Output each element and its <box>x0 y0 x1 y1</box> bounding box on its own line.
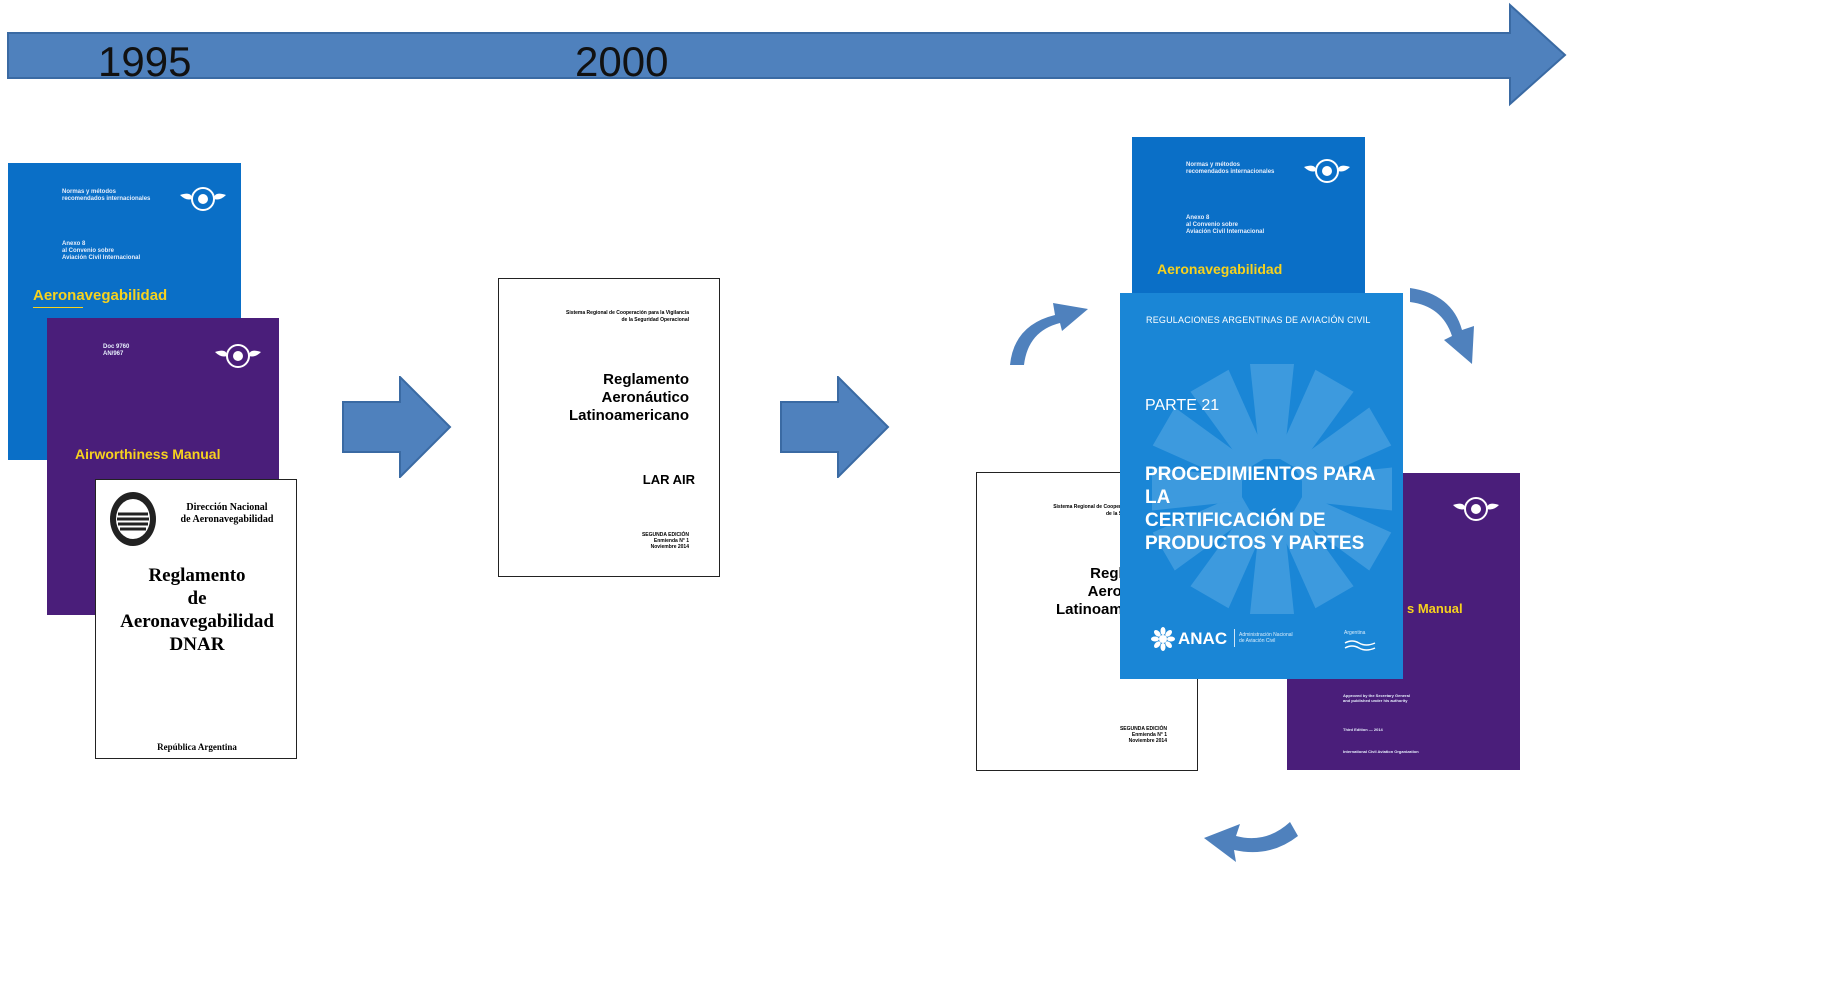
title-line1: Reglamento <box>148 565 246 586</box>
footer: República Argentina <box>157 742 237 752</box>
icao-emblem-icon <box>1304 159 1350 183</box>
anac-sub1: Administración Nacional <box>1239 632 1293 638</box>
edition-line1: SEGUNDA EDICIÓN <box>1119 726 1167 732</box>
cover-title: Aeronavegabilidad <box>1157 261 1283 277</box>
approved-line1: Approved by the Secretary General <box>1343 693 1410 698</box>
icao-emblem-icon <box>1453 497 1499 521</box>
edition-line2: Enmienda N° 1 <box>1131 732 1167 738</box>
cover-title-fragment: s Manual <box>1407 601 1463 616</box>
title-line2: Aeron <box>1087 583 1131 600</box>
cycle-arrow-left-icon <box>1204 822 1298 862</box>
timeline-year-2000: 2000 <box>575 38 669 85</box>
cycle-arrow-down-right-icon <box>1410 288 1474 364</box>
raac-parte21-cover: REGULACIONES ARGENTINAS DE AVIACIÓN CIVI… <box>1120 293 1403 679</box>
title-line3: Latinoame <box>1055 601 1131 618</box>
anac-sub2: de Aviación Civil <box>1239 638 1276 644</box>
icao-annex8-cover-right: Normas y métodos recomendados internacio… <box>1132 137 1365 293</box>
cover-header-line1: Normas y métodos <box>1186 162 1241 168</box>
timeline-arrow <box>7 2 1567 107</box>
raac-part: PARTE 21 <box>1145 397 1220 414</box>
dnar-seal-icon <box>110 492 156 546</box>
country-label: Argentina <box>1344 630 1366 636</box>
cover-title: Airworthiness Manual <box>75 446 221 462</box>
title-line2: Aeronáutico <box>601 389 689 406</box>
dnar-cover: Dirección Nacional de Aeronavegabilidad … <box>95 479 297 759</box>
title-line3: Aeronavegabilidad <box>120 611 274 632</box>
annex-line3: Aviación Civil Internacional <box>1186 229 1265 235</box>
title-line4: DNAR <box>169 634 225 655</box>
anac-logo-icon <box>1151 627 1175 651</box>
cover-header-line2: recomendados internacionales <box>1186 169 1275 175</box>
flow-arrow-right-icon <box>780 376 890 478</box>
header-line2: de la Seguridad Operacional <box>621 317 689 323</box>
doc-code: AN/967 <box>103 351 124 357</box>
annex-line1: Anexo 8 <box>1186 215 1210 221</box>
icao-emblem-icon <box>180 187 226 211</box>
agency-line1: Dirección Nacional <box>186 502 268 513</box>
title-line2: de <box>187 588 207 609</box>
raac-title-line2: CERTIFICACIÓN DE <box>1145 510 1326 531</box>
header-line2: de la Segu <box>1105 511 1131 517</box>
edition-line2: Enmienda N° 1 <box>653 538 689 544</box>
annex-line2: al Convenio sobre <box>62 248 115 254</box>
argentina-wave-icon <box>1344 640 1376 651</box>
annex-line1: Anexo 8 <box>62 241 86 247</box>
title-line1: Reglamento <box>603 371 689 388</box>
raac-title-line3: PRODUCTOS Y PARTES <box>1145 533 1365 554</box>
edition-line3: Noviembre 2014 <box>650 544 689 550</box>
raac-header: REGULACIONES ARGENTINAS DE AVIACIÓN CIVI… <box>1146 315 1371 325</box>
annex-line2: al Convenio sobre <box>1186 222 1239 228</box>
approved-line2: and published under his authority <box>1343 698 1408 703</box>
lar-air-cover: Sistema Regional de Cooperación para la … <box>498 278 720 577</box>
anac-logo-text: ANAC <box>1178 629 1228 648</box>
cover-title: Aeronavegabilidad <box>33 287 168 304</box>
agency-line2: de Aeronavegabilidad <box>180 514 274 525</box>
icao-emblem-icon <box>215 344 261 368</box>
raac-title-line1: PROCEDIMIENTOS PARA LA <box>1145 464 1375 508</box>
edition-line1: SEGUNDA EDICIÓN <box>641 532 689 538</box>
lar-code: LAR AIR <box>642 472 695 487</box>
cover-header-line2: recomendados internacionales <box>62 196 151 202</box>
cover-header-line1: Normas y métodos <box>62 189 117 195</box>
sunburst-background-icon <box>1152 364 1392 614</box>
title-line1: Regla <box>1090 565 1131 582</box>
cycle-arrow-up-right-icon <box>1010 303 1088 365</box>
timeline-year-1995: 1995 <box>98 38 192 85</box>
header-line1: Sistema Regional de Cooperación para la … <box>565 310 689 316</box>
doc-number: Doc 9760 <box>103 344 130 350</box>
flow-arrow-right-icon <box>342 376 452 478</box>
edition: Third Edition — 2014 <box>1343 727 1383 732</box>
org: International Civil Aviation Organizatio… <box>1343 749 1419 754</box>
annex-line3: Aviación Civil Internacional <box>62 255 141 261</box>
edition-line3: Noviembre 2014 <box>1128 738 1167 744</box>
header-line1: Sistema Regional de Cooperació <box>1053 504 1131 510</box>
title-line3: Latinoamericano <box>568 407 689 424</box>
